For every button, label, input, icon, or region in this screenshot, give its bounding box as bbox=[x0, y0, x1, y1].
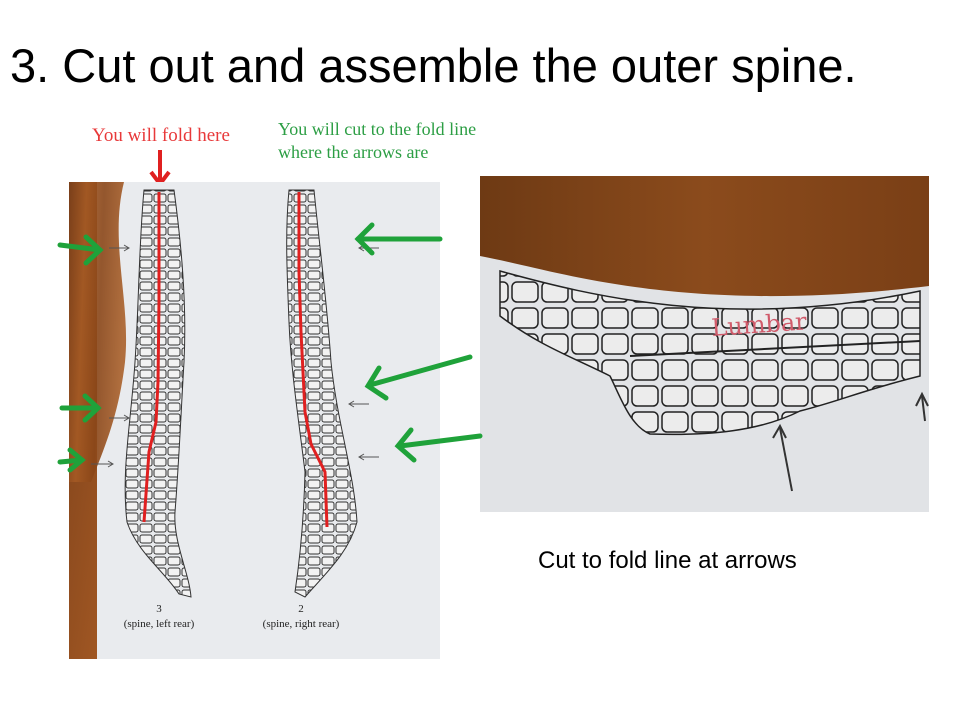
closeup-fold-line bbox=[629, 340, 921, 357]
right-fold-line bbox=[297, 192, 329, 528]
piece-left-number: 3 bbox=[156, 603, 162, 615]
photo-caption: Cut to fold line at arrows bbox=[538, 547, 797, 574]
fold-annotation: You will fold here bbox=[92, 125, 230, 146]
right-spine-piece bbox=[286, 189, 358, 598]
piece-right-number: 2 bbox=[298, 603, 304, 615]
piece-left-desc: (spine, left rear) bbox=[124, 618, 195, 630]
slide-title: 3. Cut out and assemble the outer spine. bbox=[10, 39, 857, 92]
piece-right-desc: (spine, right rear) bbox=[263, 618, 340, 630]
lumbar-closeup-photo: Lumbar bbox=[480, 176, 929, 512]
cut-annotation-line-2: where the arrows are bbox=[278, 142, 429, 162]
cut-annotation: You will cut to the fold line where the … bbox=[278, 118, 476, 164]
handwritten-lumbar-label: Lumbar bbox=[710, 307, 808, 342]
closeup-cut-arrow-icon bbox=[772, 423, 793, 492]
cut-annotation-line-1: You will cut to the fold line bbox=[278, 119, 477, 139]
spine-cutouts-photo: 3 (spine, left rear) 2 (spine, right rea… bbox=[69, 182, 440, 659]
left-fold-line bbox=[142, 192, 161, 523]
closeup-cut-arrow-right-icon bbox=[915, 391, 929, 422]
